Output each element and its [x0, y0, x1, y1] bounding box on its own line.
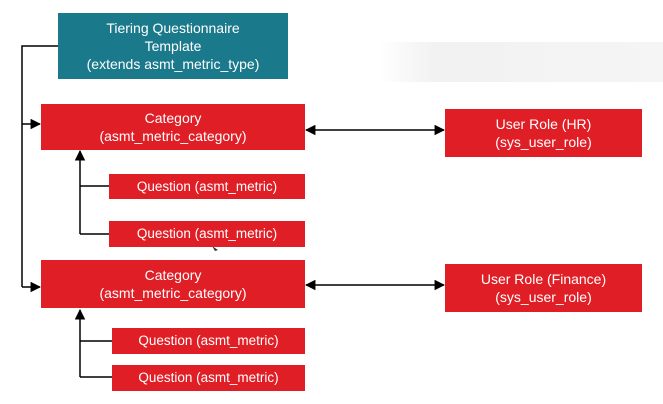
- role-finance-box[interactable]: User Role (Finance) (sys_user_role): [445, 264, 642, 312]
- template-trunk-line: [21, 45, 58, 287]
- category-1-question-1-box[interactable]: Question (asmt_metric): [109, 174, 305, 199]
- category-1-box[interactable]: Category (asmt_metric_category): [41, 104, 305, 150]
- category-1-title: Category: [144, 110, 202, 126]
- template-line-3: (extends asmt_metric_type): [86, 56, 260, 72]
- template-line-1: Tiering Questionnaire: [106, 20, 240, 36]
- category-2-box[interactable]: Category (asmt_metric_category): [41, 260, 305, 308]
- category-2-title: Category: [144, 267, 202, 283]
- role-hr-subtitle: (sys_user_role): [495, 134, 592, 150]
- mouse-cursor-icon: [212, 246, 218, 251]
- question-label: Question (asmt_metric): [136, 226, 278, 241]
- question-label: Question (asmt_metric): [138, 370, 279, 385]
- template-line-2: Template: [144, 38, 202, 54]
- question-label: Question (asmt_metric): [138, 333, 279, 348]
- category-2-subtitle: (asmt_metric_category): [99, 285, 247, 301]
- role-hr-box[interactable]: User Role (HR) (sys_user_role): [445, 109, 642, 157]
- category-2-question-1-box[interactable]: Question (asmt_metric): [112, 328, 305, 354]
- background-shading: [378, 42, 663, 82]
- role-hr-title: User Role (HR): [495, 116, 592, 132]
- template-box[interactable]: Tiering Questionnaire Template (extends …: [58, 13, 288, 79]
- role-finance-title: User Role (Finance): [480, 271, 607, 287]
- category-1-subtitle: (asmt_metric_category): [99, 128, 247, 144]
- category-2-question-2-box[interactable]: Question (asmt_metric): [112, 365, 305, 391]
- question-label: Question (asmt_metric): [136, 178, 278, 194]
- role-finance-subtitle: (sys_user_role): [495, 289, 592, 305]
- category-1-question-2-box[interactable]: Question (asmt_metric): [109, 221, 305, 247]
